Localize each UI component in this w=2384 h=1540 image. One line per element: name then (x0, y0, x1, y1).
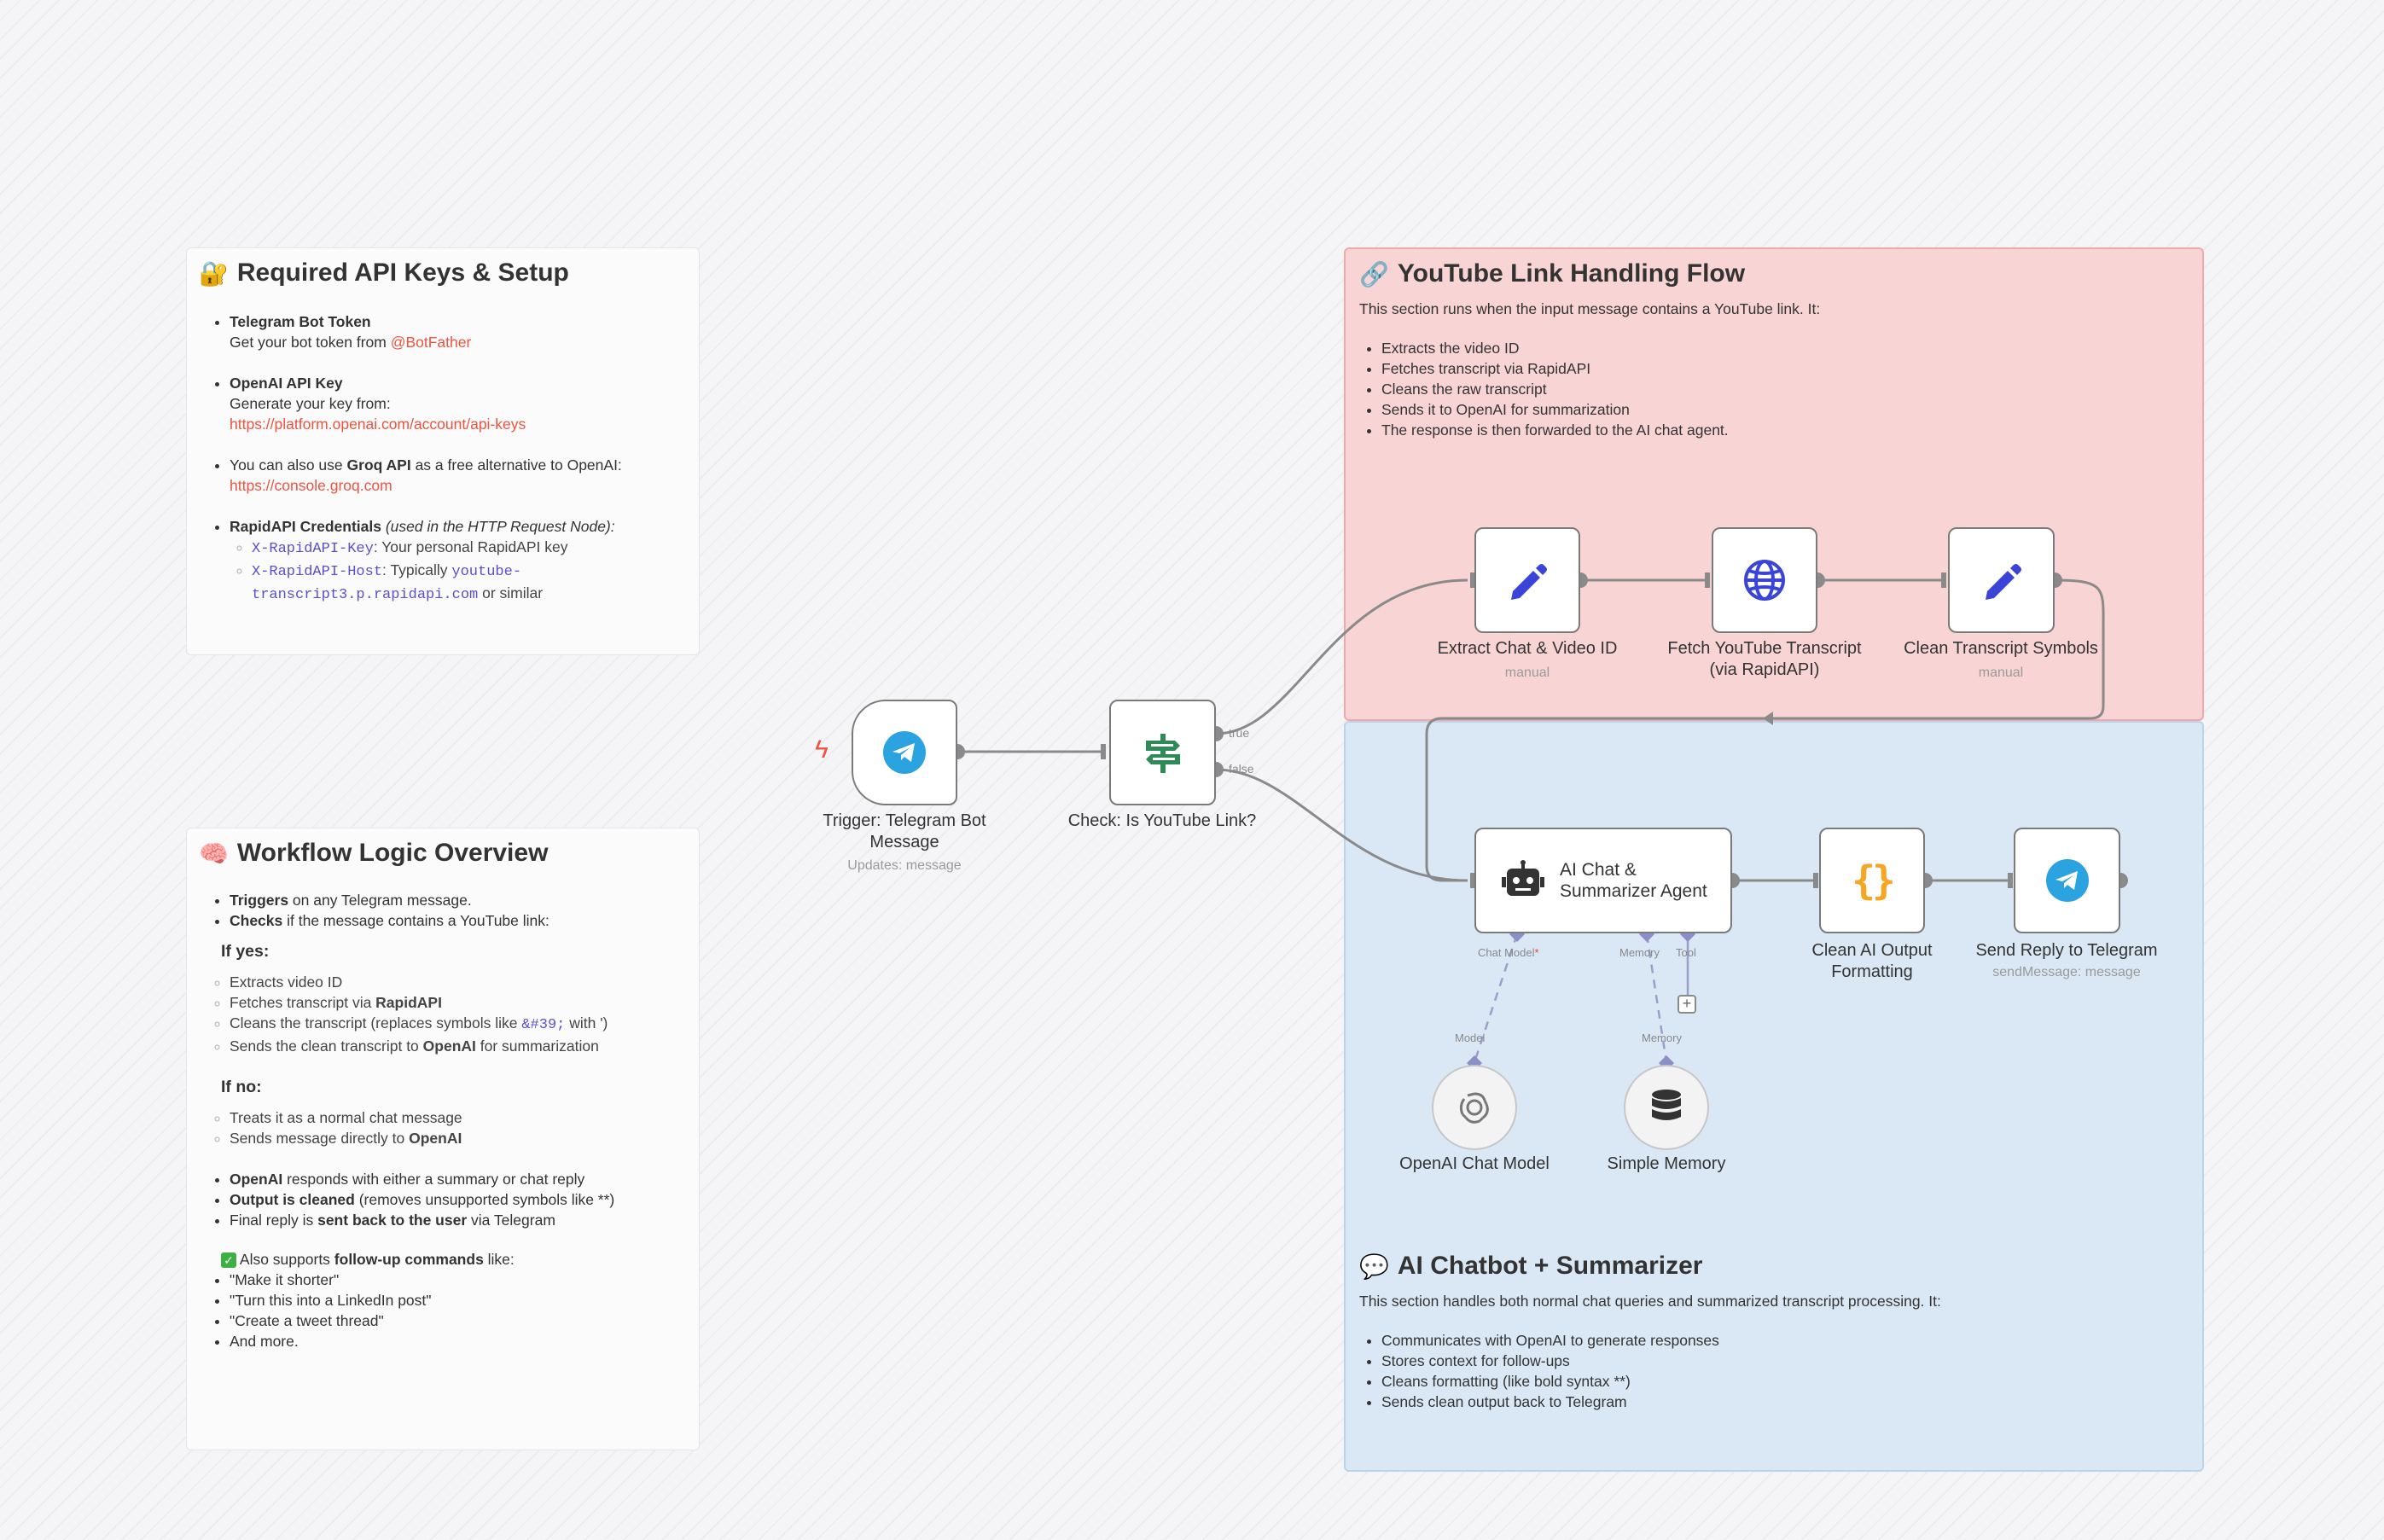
port-label-false: false (1229, 762, 1254, 776)
node-clean-ai-output[interactable]: {} (1819, 828, 1925, 933)
port-label-model: Model (1455, 1032, 1486, 1044)
node-telegram-trigger[interactable] (852, 700, 957, 805)
node-sub-clean-transcript: manual (1978, 665, 2024, 680)
node-label-agent: AI Chat &Summarizer Agent (1560, 860, 1707, 901)
chatbot-list-item: Cleans formatting (like bold syntax **) (1381, 1371, 2189, 1392)
pencil-icon (1985, 564, 2021, 600)
sticky-note-api-keys[interactable]: 🔐Required API Keys & Setup Telegram Bot … (186, 247, 700, 655)
port-label-tool: Tool (1676, 946, 1696, 959)
node-label-extract: Extract Chat & Video ID (1437, 639, 1618, 658)
port-label-chat-model: Chat Model* (1478, 946, 1539, 959)
botfather-link[interactable]: @BotFather (390, 334, 472, 351)
wire-check-true-extract (1215, 578, 1468, 735)
wire-model-agent (1473, 933, 1519, 1063)
note-title-ai-chatbot: 💬AI Chatbot + Summarizer (1359, 1252, 1703, 1280)
link-icon: 🔗 (1359, 260, 1389, 288)
openai-icon (1459, 1092, 1489, 1124)
youtube-flow-list-item: Fetches transcript via RapidAPI (1381, 358, 2189, 379)
add-tool-button[interactable]: + (1678, 995, 1696, 1014)
node-sub-extract: manual (1504, 665, 1550, 680)
brain-icon: 🧠 (199, 840, 229, 867)
wire-clean-agent (1425, 578, 2105, 882)
robot-icon (1502, 860, 1544, 896)
check-mark-icon: ✓ (221, 1252, 236, 1268)
telegram-icon (883, 731, 926, 774)
node-sub-send-reply: sendMessage: message (1992, 965, 2141, 979)
node-sub-telegram-trigger: Updates: message (847, 858, 962, 873)
telegram-icon (2045, 859, 2089, 902)
youtube-flow-list-item: Cleans the raw transcript (1381, 379, 2189, 399)
note-title-youtube-flow: 🔗YouTube Link Handling Flow (1359, 259, 1746, 288)
database-icon (1652, 1090, 1681, 1120)
groq-console-link[interactable]: https://console.groq.com (230, 477, 392, 494)
braces-icon: {} (1852, 857, 1895, 904)
node-label-check-youtube-link: Check: Is YouTube Link? (1067, 811, 1257, 830)
wire-memory-agent (1645, 933, 1668, 1063)
lightning-trigger-icon: ϟ (815, 735, 829, 764)
note-title-workflow-logic: 🧠Workflow Logic Overview (199, 839, 549, 867)
node-label-simple-memory: Simple Memory (1607, 1154, 1726, 1173)
note-title-api-keys: 🔐Required API Keys & Setup (199, 259, 569, 287)
node-label-clean-transcript: Clean Transcript Symbols (1904, 639, 2098, 658)
node-extract-chat-video-id[interactable] (1474, 527, 1580, 633)
node-openai-chat-model[interactable] (1432, 1065, 1517, 1150)
node-fetch-youtube-transcript[interactable] (1712, 527, 1817, 633)
lock-key-icon: 🔐 (199, 259, 229, 287)
node-label-send-reply: Send Reply to Telegram (1975, 941, 2158, 960)
node-label-fetch: Fetch YouTube Transcript(via RapidAPI) (1667, 639, 1862, 679)
signpost-icon (1145, 734, 1180, 773)
chatbot-list-item: Stores context for follow-ups (1381, 1351, 2189, 1371)
speech-bubble-icon: 💬 (1359, 1252, 1389, 1280)
node-send-reply-telegram[interactable] (2014, 828, 2120, 933)
node-label-telegram-trigger: Trigger: Telegram Bot Message (823, 811, 986, 851)
node-clean-transcript-symbols[interactable] (1948, 527, 2055, 633)
chatbot-list-item: Sends clean output back to Telegram (1381, 1392, 2189, 1412)
openai-api-keys-link[interactable]: https://platform.openai.com/account/api-… (230, 416, 526, 433)
youtube-flow-list-item: The response is then forwarded to the AI… (1381, 420, 2189, 440)
node-label-openai-model: OpenAI Chat Model (1399, 1154, 1550, 1173)
port-label-memory: Memory (1619, 946, 1660, 959)
pencil-icon (1511, 564, 1547, 600)
sticky-note-youtube-flow[interactable]: 🔗YouTube Link Handling Flow This section… (1344, 247, 2204, 721)
node-check-youtube-link[interactable] (1109, 700, 1216, 805)
wire-check-false-agent (1215, 768, 1468, 882)
globe-icon (1744, 560, 1785, 601)
youtube-flow-list-item: Sends it to OpenAI for summarization (1381, 399, 2189, 420)
sticky-note-workflow-logic[interactable]: 🧠Workflow Logic Overview Triggers on any… (186, 828, 700, 1450)
port-label-memory-sub: Memory (1642, 1032, 1682, 1044)
node-ai-chat-summarizer-agent[interactable]: AI Chat &Summarizer Agent (1474, 828, 1732, 933)
youtube-flow-list-item: Extracts the video ID (1381, 338, 2189, 358)
port-label-true: true (1229, 726, 1250, 740)
node-simple-memory[interactable] (1624, 1065, 1709, 1150)
chatbot-list-item: Communicates with OpenAI to generate res… (1381, 1330, 2189, 1351)
